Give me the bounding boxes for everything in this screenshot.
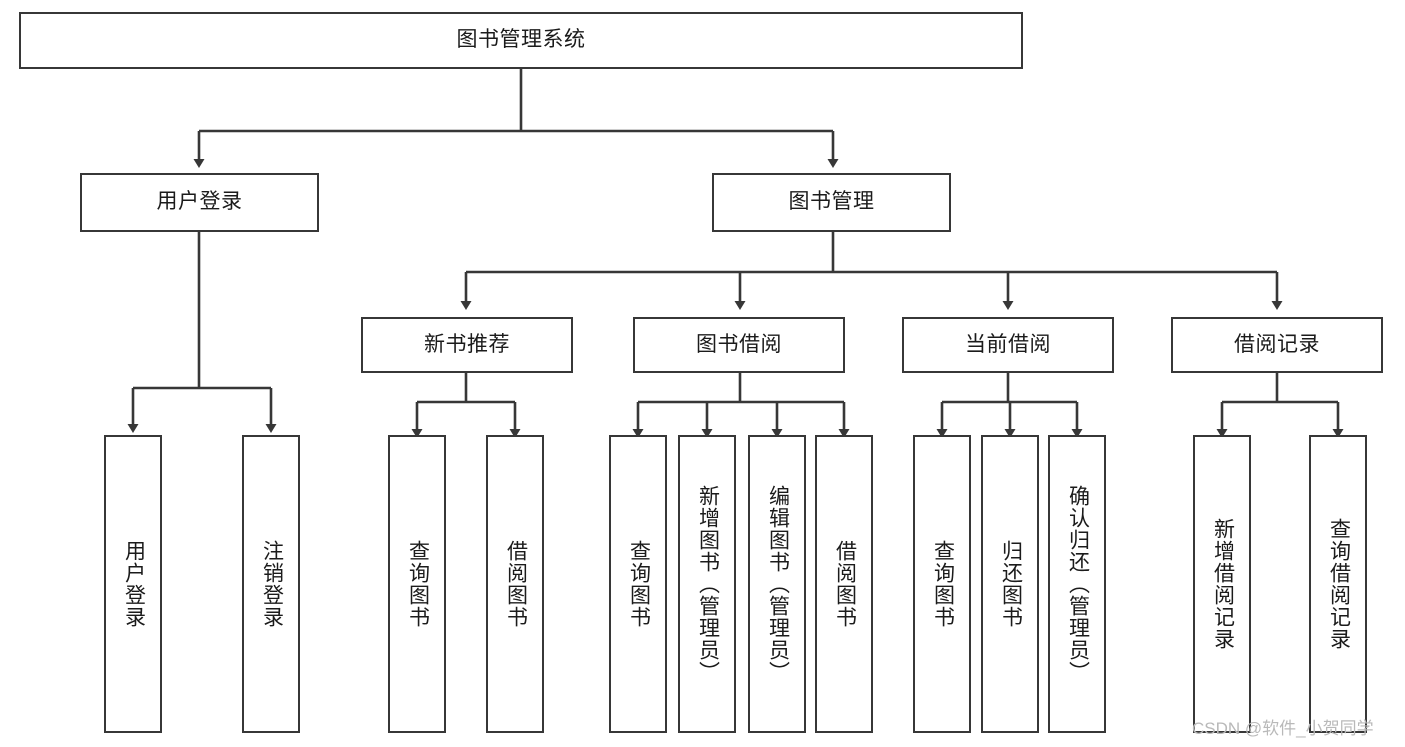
node-root[interactable]: 图书管理系统 (19, 12, 1023, 69)
leaf-query-book-3[interactable]: 查询图书 (913, 435, 971, 733)
node-book-manage[interactable]: 图书管理 (712, 173, 951, 232)
leaf-borrow-book-2[interactable]: 借阅图书 (815, 435, 873, 733)
leaf-return-book-label: 归还图书 (999, 540, 1023, 628)
leaf-user-login[interactable]: 用户登录 (104, 435, 162, 733)
leaf-add-record[interactable]: 新增借阅记录 (1193, 435, 1251, 733)
leaf-borrow-book-1[interactable]: 借阅图书 (486, 435, 544, 733)
csdn-watermark: CSDN @软件_小贺同学 (1192, 719, 1374, 738)
leaf-confirm-return-label: 确认归还（管理员） (1066, 485, 1090, 683)
leaf-query-record[interactable]: 查询借阅记录 (1309, 435, 1367, 733)
leaf-query-book-2-label: 查询图书 (627, 540, 651, 628)
leaf-user-logout[interactable]: 注销登录 (242, 435, 300, 733)
leaf-add-record-label: 新增借阅记录 (1211, 518, 1235, 650)
node-root-label: 图书管理系统 (456, 28, 586, 52)
node-new-book-recommend-label: 新书推荐 (424, 332, 510, 356)
leaf-borrow-book-1-label: 借阅图书 (504, 540, 528, 628)
node-book-manage-label: 图书管理 (788, 190, 875, 214)
leaf-query-book-2[interactable]: 查询图书 (609, 435, 667, 733)
leaf-edit-book-label: 编辑图书（管理员） (766, 485, 790, 683)
node-user-login-label: 用户登录 (156, 190, 243, 214)
node-current-borrow-label: 当前借阅 (965, 332, 1051, 356)
node-current-borrow[interactable]: 当前借阅 (902, 317, 1114, 373)
node-borrow-record-label: 借阅记录 (1234, 332, 1320, 356)
node-new-book-recommend[interactable]: 新书推荐 (361, 317, 573, 373)
node-book-borrow-label: 图书借阅 (696, 332, 782, 356)
leaf-query-book-1[interactable]: 查询图书 (388, 435, 446, 733)
leaf-user-login-label: 用户登录 (122, 540, 146, 628)
node-book-borrow[interactable]: 图书借阅 (633, 317, 845, 373)
leaf-user-logout-label: 注销登录 (260, 540, 284, 628)
leaf-add-book-label: 新增图书（管理员） (696, 485, 720, 683)
leaf-edit-book[interactable]: 编辑图书（管理员） (748, 435, 806, 733)
node-user-login[interactable]: 用户登录 (80, 173, 319, 232)
leaf-query-book-3-label: 查询图书 (931, 540, 955, 628)
leaf-confirm-return[interactable]: 确认归还（管理员） (1048, 435, 1106, 733)
leaf-query-record-label: 查询借阅记录 (1327, 518, 1351, 650)
leaf-query-book-1-label: 查询图书 (406, 540, 430, 628)
leaf-borrow-book-2-label: 借阅图书 (833, 540, 857, 628)
node-borrow-record[interactable]: 借阅记录 (1171, 317, 1383, 373)
leaf-return-book[interactable]: 归还图书 (981, 435, 1039, 733)
leaf-add-book[interactable]: 新增图书（管理员） (678, 435, 736, 733)
